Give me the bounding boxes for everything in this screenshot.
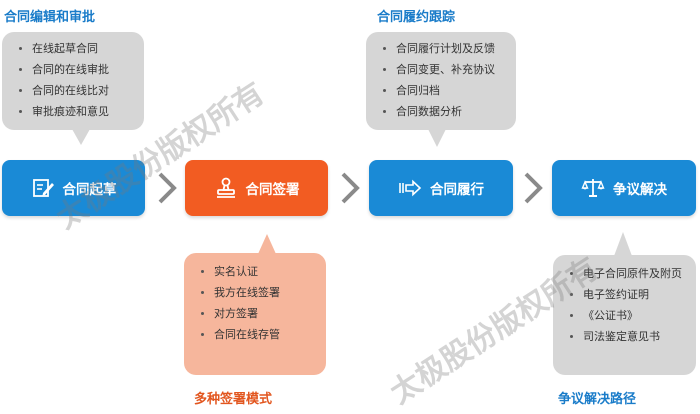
- list-item: 司法鉴定意见书: [567, 326, 684, 347]
- list-item: 在线起草合同: [16, 38, 132, 59]
- chevron-right-icon: [341, 172, 360, 204]
- edit-document-icon: [31, 176, 55, 200]
- list-item: 电子签约证明: [567, 284, 684, 305]
- list-item: 对方签署: [198, 303, 314, 324]
- list-item: 合同数据分析: [380, 101, 504, 122]
- step-sign-label: 合同签署: [245, 182, 300, 198]
- chevron-right-icon: [524, 172, 543, 204]
- list-item: 合同履行计划及反馈: [380, 38, 504, 59]
- list-item: 我方在线签署: [198, 282, 314, 303]
- signing-bubble: 实名认证 我方在线签署 对方签署 合同在线存管: [184, 253, 326, 375]
- list-item: 电子合同原件及附页: [567, 263, 684, 284]
- step-draft-label: 合同起草: [62, 182, 117, 198]
- list-item: 合同在线存管: [198, 324, 314, 345]
- step-perform: 合同履行: [369, 160, 513, 216]
- stamp-icon: [214, 176, 238, 200]
- tracking-bubble: 合同履行计划及反馈 合同变更、补充协议 合同归档 合同数据分析: [366, 32, 516, 130]
- editing-bubble-tail: [72, 129, 90, 145]
- scales-icon: [581, 176, 605, 200]
- dispute-bubble: 电子合同原件及附页 电子签约证明 《公证书》 司法鉴定意见书: [553, 255, 696, 375]
- editing-section-title: 合同编辑和审批: [4, 10, 96, 25]
- list-item: 合同变更、补充协议: [380, 59, 504, 80]
- step-perform-label: 合同履行: [430, 182, 484, 198]
- editing-bubble: 在线起草合同 合同的在线审批 合同的在线比对 审批痕迹和意见: [2, 32, 144, 130]
- tracking-section-title: 合同履约跟踪: [377, 10, 456, 25]
- signing-section-title: 多种签署模式: [194, 392, 273, 407]
- list-item: 实名认证: [198, 261, 314, 282]
- step-dispute: 争议解决: [552, 160, 696, 216]
- step-draft: 合同起草: [2, 160, 145, 216]
- step-sign: 合同签署: [185, 160, 328, 216]
- step-dispute-label: 争议解决: [613, 182, 667, 198]
- list-item: 《公证书》: [567, 305, 684, 326]
- dispute-bubble-tail: [614, 232, 632, 256]
- list-item: 合同归档: [380, 80, 504, 101]
- signing-bubble-tail: [258, 234, 276, 254]
- list-item: 审批痕迹和意见: [16, 101, 132, 122]
- tracking-bubble-tail: [428, 129, 446, 147]
- list-item: 合同的在线比对: [16, 80, 132, 101]
- dispute-section-title: 争议解决路径: [558, 392, 637, 407]
- forward-arrow-icon: [398, 176, 422, 200]
- chevron-right-icon: [158, 172, 177, 204]
- list-item: 合同的在线审批: [16, 59, 132, 80]
